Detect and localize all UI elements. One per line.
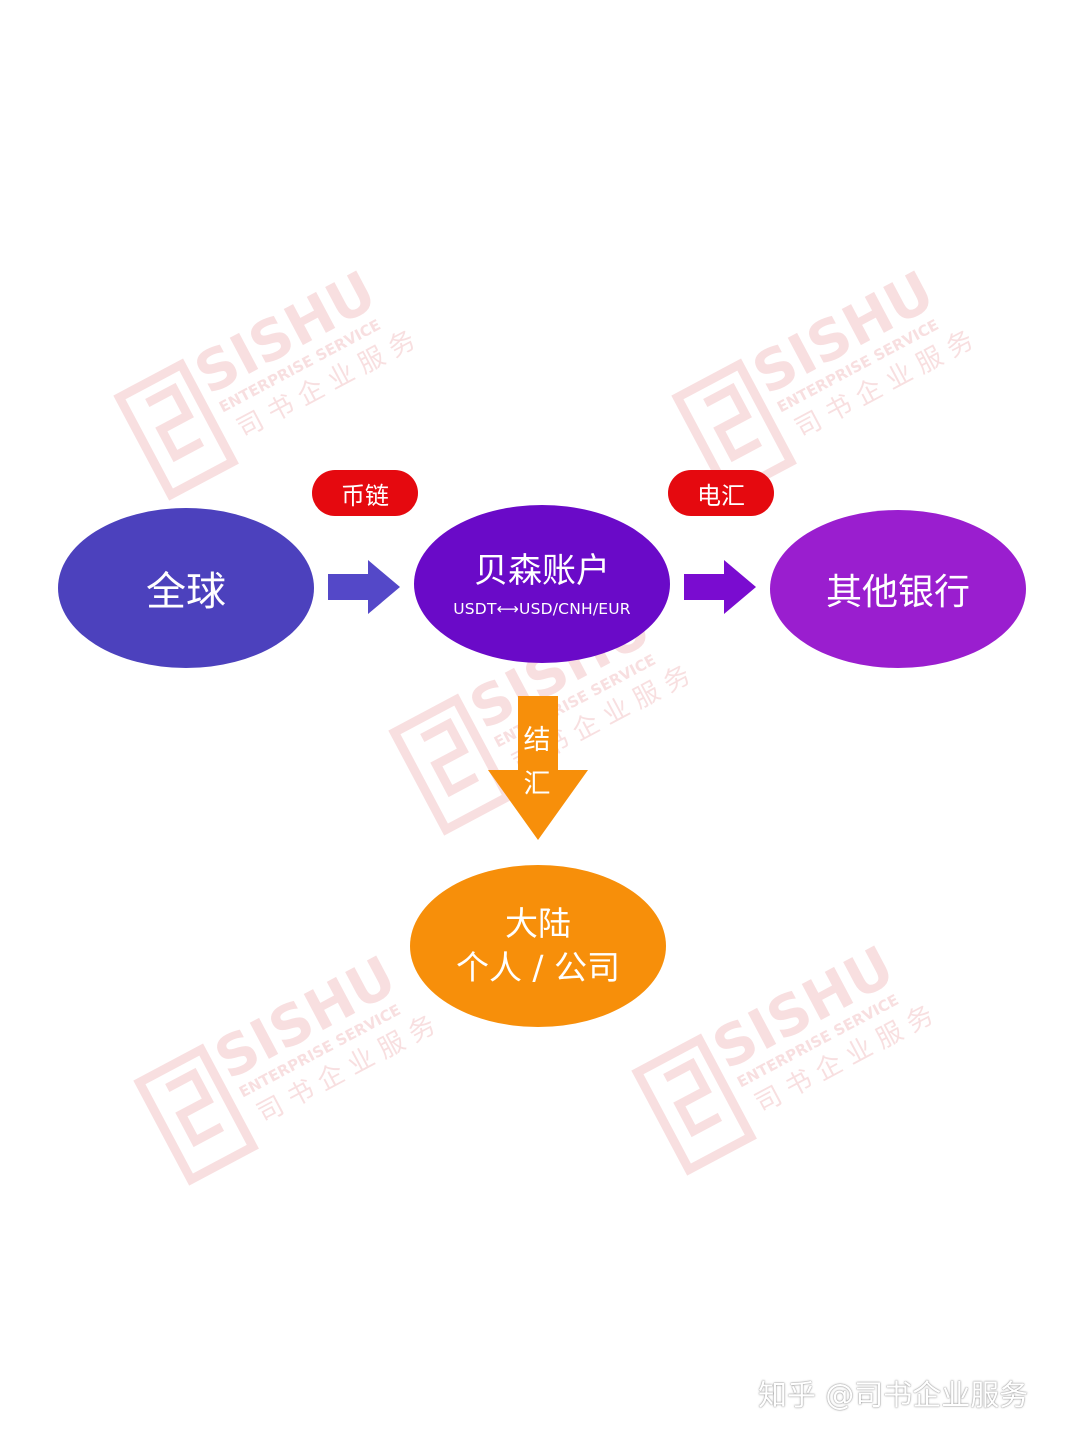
settle-label-2: 汇 xyxy=(523,769,551,800)
node-global: 全球 xyxy=(58,508,314,668)
node-mainland-line1: 大陆 xyxy=(505,904,571,943)
watermark-logo: SISHU ENTERPRISE SERVICE 司 书 企 业 服 务 xyxy=(133,944,441,1186)
node-mainland: 大陆 个人 / 公司 xyxy=(410,865,666,1027)
node-besen-account: 贝森账户 USDT⟷USD/CNH/EUR xyxy=(414,505,670,663)
node-global-label: 全球 xyxy=(146,569,226,615)
arrow-right-icon xyxy=(684,560,756,614)
arrow-down-icon xyxy=(488,696,588,840)
node-other-bank-label: 其他银行 xyxy=(825,572,970,613)
arrow-right-icon xyxy=(328,560,400,614)
watermark-logo: SISHU ENTERPRISE SERVICE 司 书 企 业 服 务 xyxy=(113,259,421,501)
node-besen-title: 贝森账户 xyxy=(474,550,610,591)
coin-chain-badge: 币链 xyxy=(312,470,418,516)
watermark-logo: SISHU ENTERPRISE SERVICE 司 书 企 业 服 务 xyxy=(631,934,939,1176)
wire-transfer-badge: 电汇 xyxy=(668,470,774,516)
node-mainland-line2: 个人 / 公司 xyxy=(455,948,621,987)
settle-label-1: 结 xyxy=(523,725,551,756)
footer-credit: 知乎 @司书企业服务 xyxy=(758,1378,1029,1412)
node-besen-currencies: USDT⟷USD/CNH/EUR xyxy=(453,599,631,618)
node-other-bank: 其他银行 xyxy=(770,510,1026,668)
